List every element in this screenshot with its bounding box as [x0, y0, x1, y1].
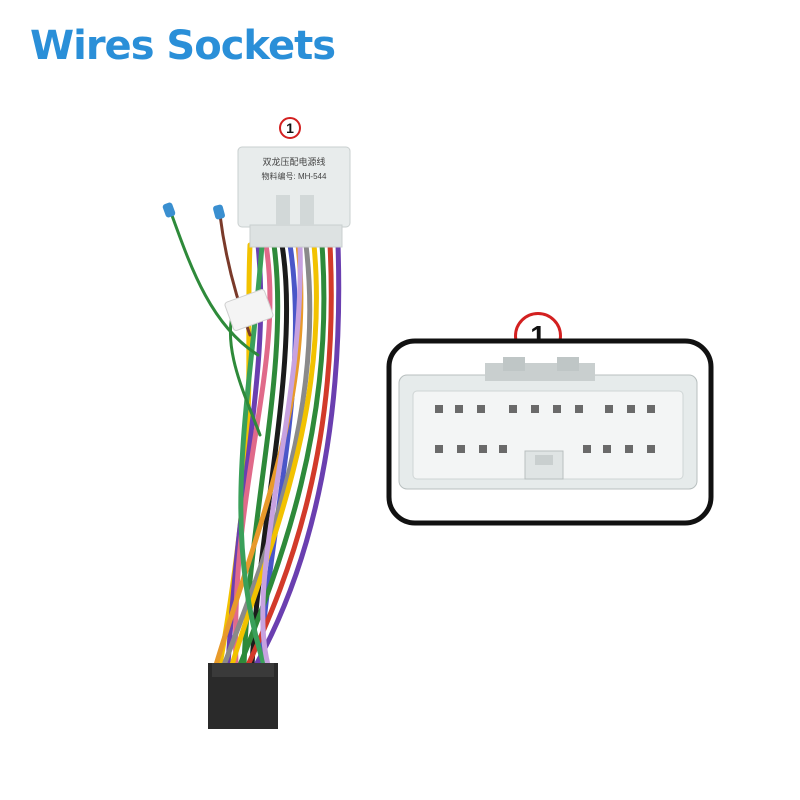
wire-harness-icon: 双龙压配电源线 物料编号: MH-544 [162, 146, 351, 729]
connector-label-line1: 双龙压配电源线 [262, 156, 325, 167]
page-title: Wires Sockets [30, 23, 336, 69]
socket-icon [386, 338, 714, 526]
wire-harness-photo: 双龙压配电源线 物料编号: MH-544 [150, 105, 390, 745]
callout-number-small: 1 [279, 117, 301, 139]
socket-detail [385, 335, 715, 530]
connector-label-line2: 物料编号: MH-544 [262, 171, 327, 181]
